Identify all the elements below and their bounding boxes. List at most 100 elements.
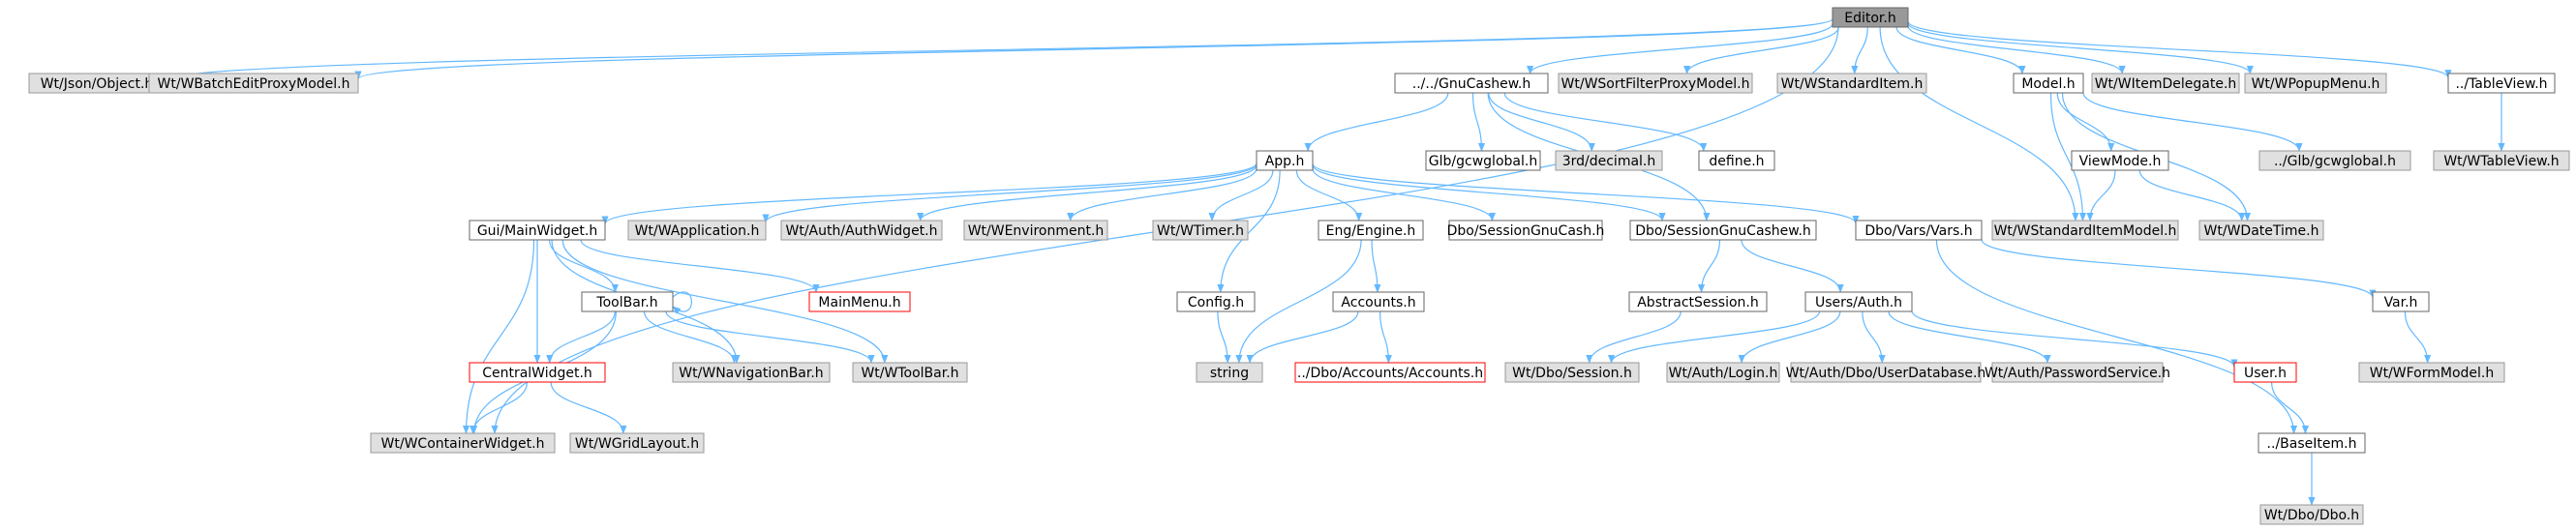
node-dboaccounts[interactable]: ../Dbo/Accounts/Accounts.h: [1294, 362, 1486, 383]
node-passwordsvc[interactable]: Wt/Auth/PasswordService.h: [1985, 362, 2170, 383]
edge-editor-to-batch: [354, 18, 1834, 80]
node-wtimer[interactable]: Wt/WTimer.h: [1152, 220, 1249, 241]
node-gcwglobal[interactable]: Glb/gcwglobal.h: [1425, 150, 1541, 171]
node-wapp[interactable]: Wt/WApplication.h: [627, 220, 767, 241]
edge-editor-to-tableview: [1907, 20, 2452, 79]
node-toolbar[interactable]: ToolBar.h: [581, 291, 674, 312]
node-label: Wt/WNavigationBar.h: [679, 366, 823, 381]
node-label: ../Dbo/Accounts/Accounts.h: [1297, 366, 1483, 381]
node-stditemmodel[interactable]: Wt/WStandardItemModel.h: [1991, 220, 2179, 241]
node-app[interactable]: App.h: [1256, 150, 1314, 171]
node-define[interactable]: define.h: [1698, 150, 1775, 171]
node-box: [2258, 150, 2411, 171]
node-dbodbo[interactable]: Wt/Dbo/Dbo.h: [2259, 504, 2364, 525]
node-label: ../Glb/gcwglobal.h: [2274, 154, 2396, 169]
node-label: Config.h: [1188, 295, 1244, 310]
node-gnu[interactable]: ../../GnuCashew.h: [1394, 73, 1549, 94]
edge-accounts-to-dboaccounts: [1379, 310, 1392, 364]
node-box: [2259, 504, 2364, 525]
node-box: [780, 220, 943, 241]
node-box: [2447, 73, 2556, 94]
node-label: Wt/Auth/PasswordService.h: [1985, 366, 2170, 381]
edge-gnu-to-decimal: [1488, 92, 1595, 152]
edge-toolbar-to-centralwidget: [546, 310, 616, 364]
edge-app-to-vars: [1312, 162, 1860, 224]
node-glbgcw2[interactable]: ../Glb/gcwglobal.h: [2258, 150, 2411, 171]
node-formmodel[interactable]: Wt/WFormModel.h: [2358, 362, 2505, 383]
node-user[interactable]: User.h: [2233, 362, 2297, 383]
node-sessgnucashew[interactable]: Dbo/SessionGnuCashew.h: [1629, 220, 1817, 241]
node-string[interactable]: string: [1196, 362, 1263, 383]
node-label: Wt/Auth/Login.h: [1669, 366, 1778, 381]
edge-editor-to-gnu: [1527, 23, 1834, 74]
node-vars[interactable]: Dbo/Vars/Vars.h: [1855, 220, 1983, 241]
edge-engine-to-string: [1235, 239, 1362, 364]
node-viewmode[interactable]: ViewMode.h: [2071, 150, 2169, 171]
node-editor[interactable]: Editor.h: [1832, 7, 1909, 28]
edge-app-to-engine: [1295, 169, 1363, 221]
node-userdb[interactable]: Wt/Auth/Dbo/UserDatabase.h: [1786, 362, 1986, 383]
node-label: ToolBar.h: [595, 295, 657, 310]
node-box: [1394, 73, 1549, 94]
node-usersauth[interactable]: Users/Auth.h: [1804, 291, 1913, 312]
node-abstractsession[interactable]: AbstractSession.h: [1628, 291, 1768, 312]
node-accounts[interactable]: Accounts.h: [1332, 291, 1425, 312]
node-gridlayout[interactable]: Wt/WGridLayout.h: [569, 432, 705, 454]
edge-editor-to-json: [161, 17, 1834, 82]
edge-app-to-wtimer: [1208, 169, 1274, 221]
node-box: [1558, 73, 1753, 94]
node-model[interactable]: Model.h: [2013, 73, 2084, 94]
node-itemdel[interactable]: Wt/WItemDelegate.h: [2091, 73, 2240, 94]
node-wenv[interactable]: Wt/WEnvironment.h: [963, 220, 1108, 241]
node-box: [1855, 220, 1983, 241]
node-batch[interactable]: Wt/WBatchEditProxyModel.h: [148, 73, 359, 94]
edge-toolbar-to-toolbar: [672, 291, 692, 314]
node-box: [1991, 362, 2164, 383]
node-label: Wt/WToolBar.h: [861, 366, 958, 381]
node-stditem[interactable]: Wt/WStandardItem.h: [1776, 73, 1927, 94]
node-label: Wt/Auth/Dbo/UserDatabase.h: [1786, 366, 1986, 381]
node-box: [469, 362, 606, 383]
node-box: [469, 220, 606, 241]
node-box: [1832, 7, 1909, 28]
node-label: Wt/WSortFilterProxyModel.h: [1561, 76, 1750, 92]
node-sessgnucash[interactable]: Dbo/SessionGnuCash.h: [1447, 220, 1605, 241]
node-datetime[interactable]: Wt/WDateTime.h: [2198, 220, 2324, 241]
node-label: Dbo/SessionGnuCashew.h: [1635, 223, 1811, 239]
node-mainwidget[interactable]: Gui/MainWidget.h: [469, 220, 606, 241]
node-label: Wt/WStandardItem.h: [1781, 76, 1924, 92]
node-label: ../TableView.h: [2455, 76, 2547, 92]
node-mainmenu[interactable]: MainMenu.h: [808, 291, 911, 312]
edge-gnu-to-define: [1503, 92, 1708, 152]
node-wtableview[interactable]: Wt/WTableView.h: [2433, 150, 2570, 171]
node-baseitem[interactable]: ../BaseItem.h: [2258, 432, 2366, 454]
node-label: define.h: [1709, 154, 1764, 169]
edge-gnu-to-app: [1304, 92, 1449, 152]
node-label: 3rd/decimal.h: [1562, 154, 1656, 169]
node-wtoolbar[interactable]: Wt/WToolBar.h: [852, 362, 968, 383]
node-popup[interactable]: Wt/WPopupMenu.h: [2244, 73, 2387, 94]
node-decimal[interactable]: 3rd/decimal.h: [1555, 150, 1663, 171]
edge-sessgnucashew-to-abstractsession: [1697, 239, 1721, 293]
node-label: Wt/WGridLayout.h: [575, 436, 699, 452]
node-config[interactable]: Config.h: [1176, 291, 1256, 312]
node-authwidget[interactable]: Wt/Auth/AuthWidget.h: [780, 220, 943, 241]
node-tableview[interactable]: ../TableView.h: [2447, 73, 2556, 94]
node-json[interactable]: Wt/Json/Object.h: [28, 73, 166, 94]
node-box: [370, 432, 556, 454]
node-label: Dbo/Vars/Vars.h: [1864, 223, 1972, 239]
node-sortfilter[interactable]: Wt/WSortFilterProxyModel.h: [1558, 73, 1753, 94]
node-navbar[interactable]: Wt/WNavigationBar.h: [672, 362, 831, 383]
edge-centralwidget-to-container: [469, 381, 529, 434]
edge-config-to-string: [1217, 310, 1231, 364]
node-engine[interactable]: Eng/Engine.h: [1318, 220, 1424, 241]
node-label: Wt/WEnvironment.h: [968, 223, 1105, 239]
node-dbosession[interactable]: Wt/Dbo/Session.h: [1504, 362, 1640, 383]
node-authlogin[interactable]: Wt/Auth/Login.h: [1666, 362, 1780, 383]
node-box: [1555, 150, 1663, 171]
node-label: Wt/WItemDelegate.h: [2095, 76, 2237, 92]
node-var[interactable]: Var.h: [2372, 291, 2430, 312]
node-centralwidget[interactable]: CentralWidget.h: [469, 362, 606, 383]
node-container[interactable]: Wt/WContainerWidget.h: [370, 432, 556, 454]
